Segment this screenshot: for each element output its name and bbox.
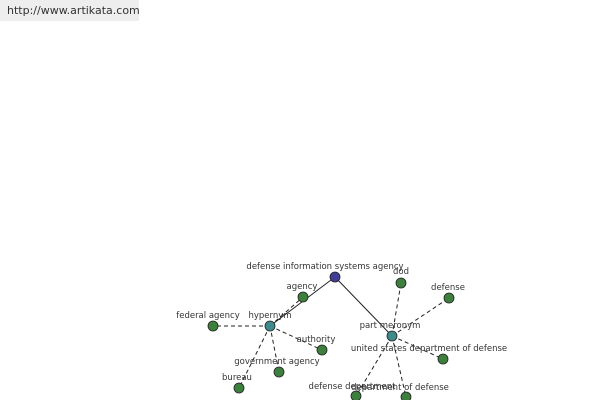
- label-bureau: bureau: [222, 373, 252, 383]
- label-agency: agency: [287, 282, 318, 292]
- node-defense[interactable]: [443, 292, 455, 304]
- node-defense-department[interactable]: [350, 390, 362, 400]
- graph-edges: [213, 276, 450, 398]
- url-label[interactable]: http://www.artikata.com: [0, 0, 140, 21]
- node-hypernym[interactable]: [264, 320, 276, 332]
- label-federal-agency: federal agency: [176, 311, 240, 321]
- edge-root-meronym: [334, 276, 393, 337]
- label-government-agency: government agency: [234, 357, 319, 367]
- label-root: defense information systems agency: [246, 262, 403, 272]
- edge-hypernym-agency: [269, 296, 304, 327]
- node-government-agency[interactable]: [273, 366, 285, 378]
- edge-meronym-dod: [391, 282, 402, 337]
- label-hypernym: hypernym: [248, 311, 291, 321]
- graph-nodes: [207, 271, 455, 400]
- node-department-of-defense[interactable]: [400, 391, 412, 400]
- node-federal-agency[interactable]: [207, 320, 219, 332]
- edge-hypernym-bureau: [238, 325, 271, 389]
- node-bureau[interactable]: [233, 382, 245, 394]
- edge-meronym-usdod: [391, 335, 444, 360]
- edge-meronym-defense-department: [355, 335, 393, 397]
- edge-hypernym-government-agency: [269, 325, 280, 373]
- label-authority: authority: [297, 335, 336, 345]
- node-root[interactable]: [329, 271, 341, 283]
- label-defense: defense: [431, 283, 465, 293]
- label-department-of-defense: department of defense: [351, 383, 449, 393]
- label-part-meronym: part meronym: [360, 321, 421, 331]
- node-usdod[interactable]: [437, 353, 449, 365]
- node-dod[interactable]: [395, 277, 407, 289]
- node-agency[interactable]: [297, 291, 309, 303]
- node-authority[interactable]: [316, 344, 328, 356]
- edge-hypernym-authority: [269, 325, 323, 351]
- node-part-meronym[interactable]: [386, 330, 398, 342]
- edge-meronym-department-of-defense: [391, 335, 407, 398]
- graph-labels: defense information systems agency hyper…: [176, 262, 507, 393]
- edge-meronym-defense: [391, 297, 450, 337]
- label-defense-department: defense department: [309, 382, 397, 392]
- label-dod: dod: [393, 267, 409, 277]
- label-usdod: united states department of defense: [351, 344, 507, 354]
